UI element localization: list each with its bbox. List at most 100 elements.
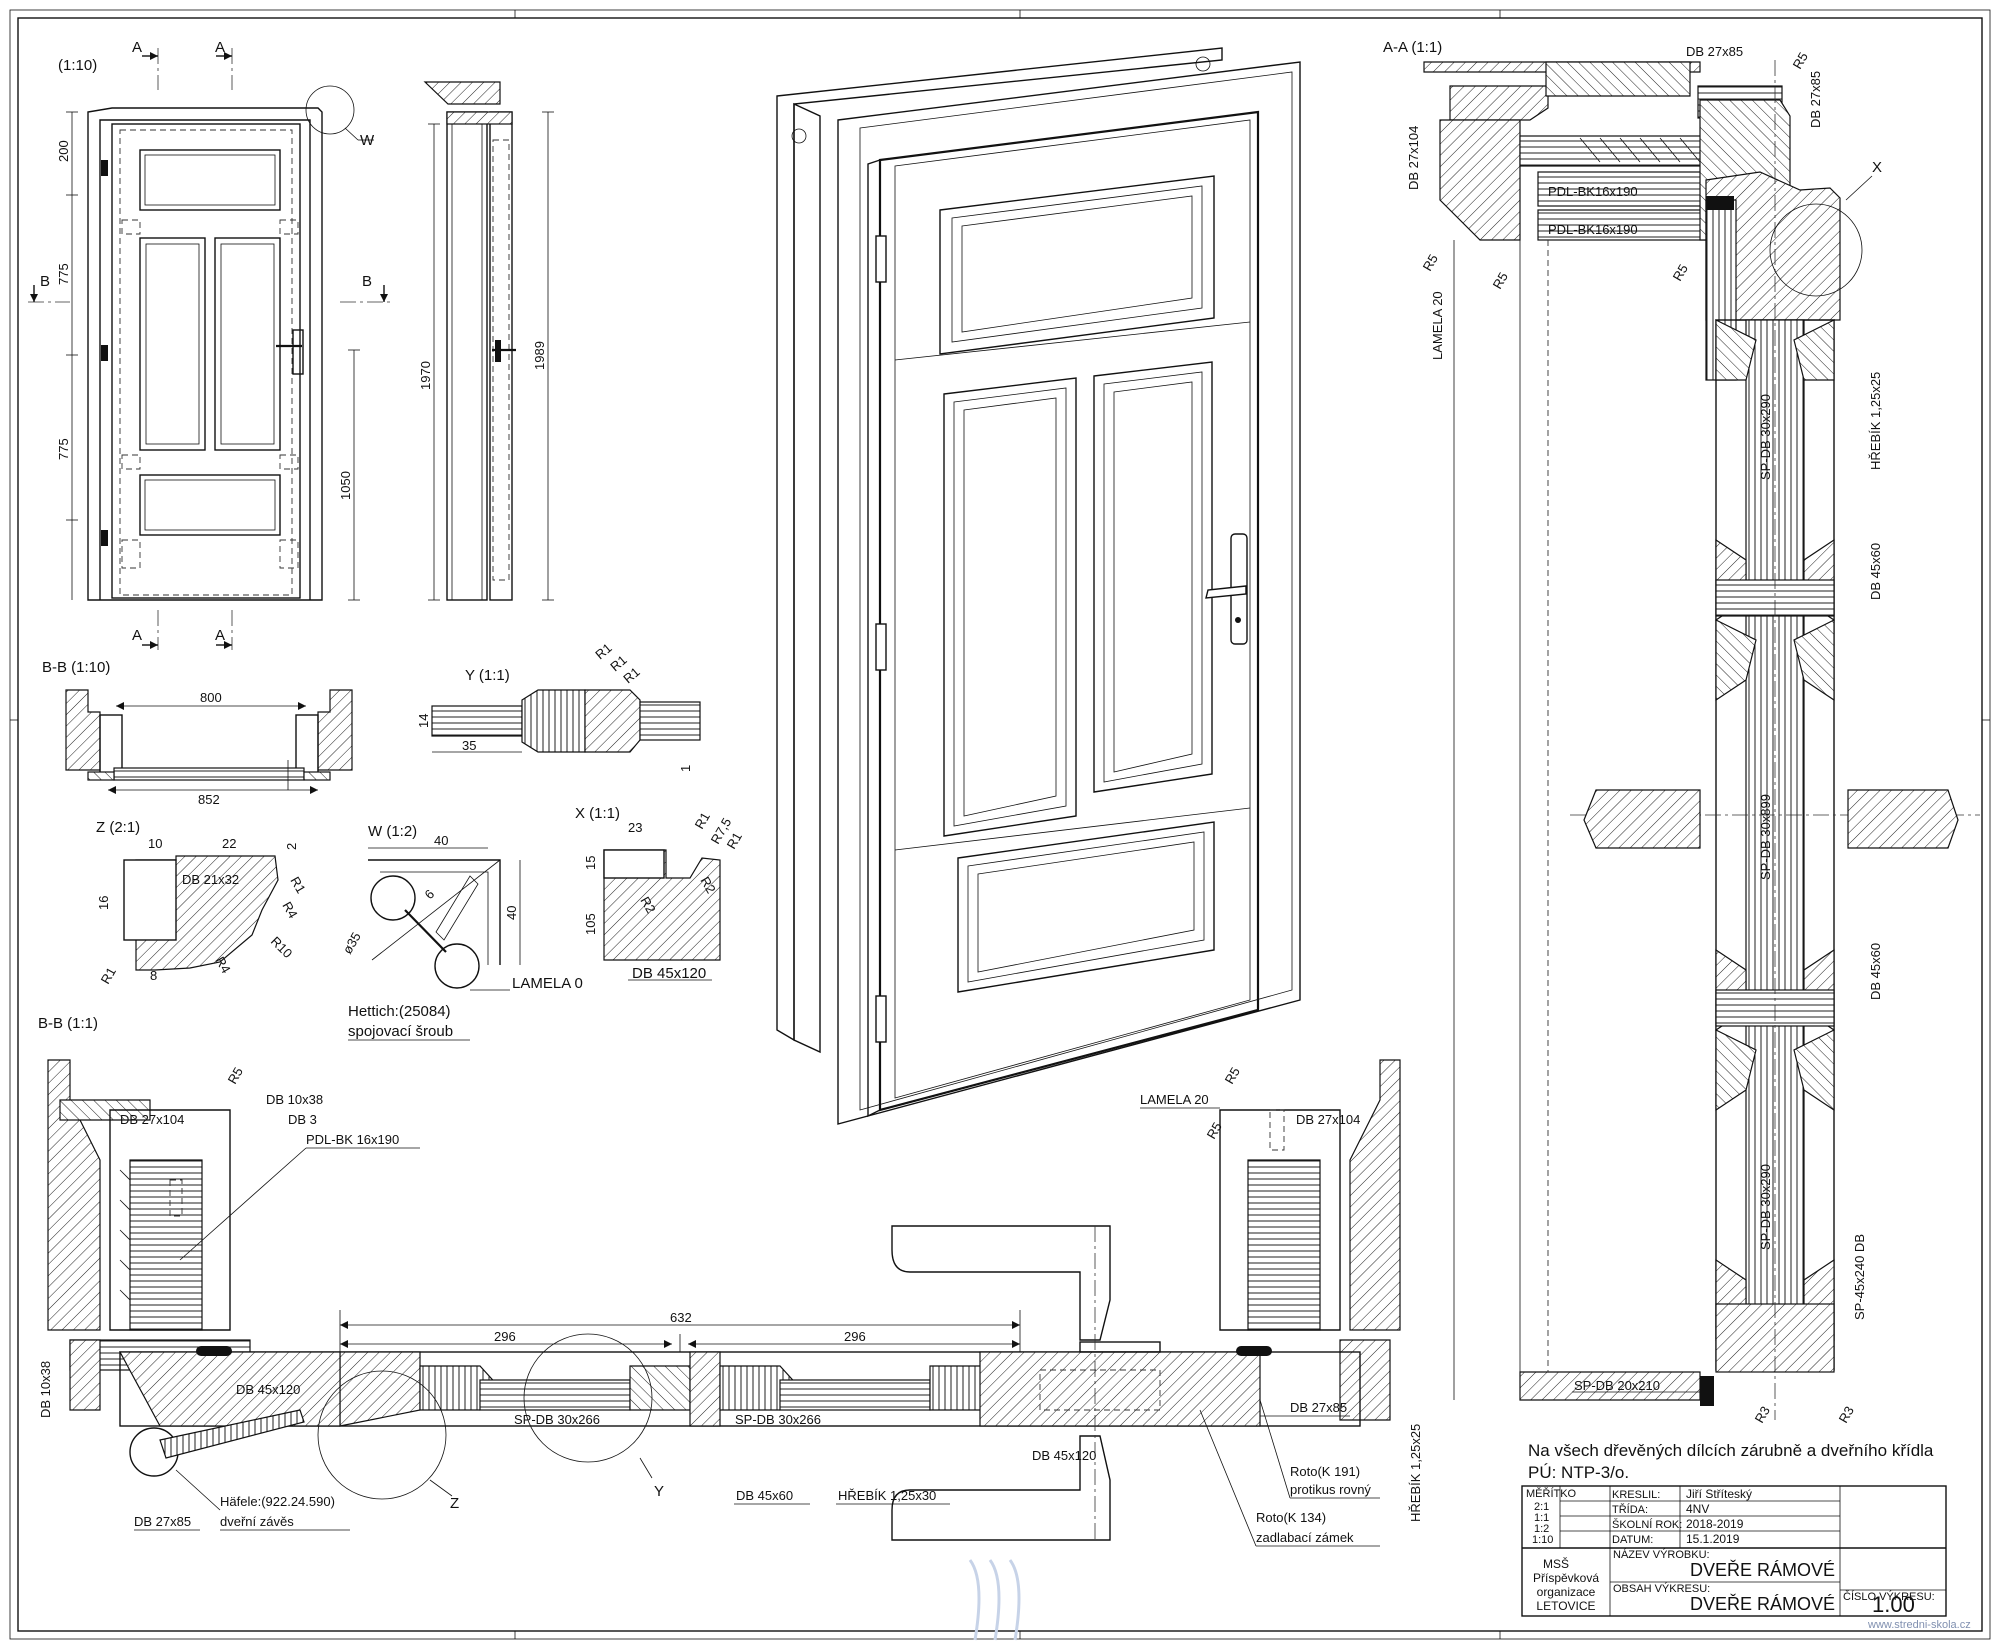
isometric-door [776,47,1301,1125]
dim-z-10: 10 [148,836,162,851]
section-a-label-4: A [215,627,225,644]
z-db21x32: DB 21x32 [182,872,239,887]
aa-r5-c: R5 [1670,262,1691,284]
bb-lamela20: LAMELA 20 [1140,1092,1209,1107]
aa-db27x104: DB 27x104 [1406,126,1421,190]
w-screw: spojovací šroub [348,1023,453,1040]
watermark-logo: www.stredni-skola.cz [968,1559,1971,1641]
section-b-label-1: B [40,273,50,290]
bb-pdl: PDL-BK 16x190 [306,1132,399,1147]
bb-r5-a: R5 [225,1065,246,1087]
sheet-frame [9,9,1991,1640]
front-view: (1:10) A A A A B B [28,39,390,650]
bb-small-view: B-B (1:10) 800 852 [42,659,353,807]
z-r10: R10 [268,934,295,961]
bb-roto134: Roto(K 134) [1256,1510,1326,1525]
bb-db27x104-l: DB 27x104 [120,1112,184,1127]
aa-spdb290-b: SP-DB 30x290 [1758,1164,1773,1250]
title-block: MĚŘÍTKO 2:1 1:1 1:2 1:10 KRESLIL: Jiří S… [1521,1485,1947,1617]
tb-val-2: 2018-2019 [1686,1517,1744,1531]
aa-spdb899: SP-DB 30x899 [1758,794,1773,880]
bb-roto191: Roto(K 191) [1290,1464,1360,1479]
section-b-label-2: B [362,273,372,290]
aa-r5-a: R5 [1420,252,1441,274]
dim-x-105: 105 [583,913,598,935]
x-r1-b: R1 [724,830,745,852]
tb-val-3: 15.1.2019 [1686,1532,1740,1546]
tb-scale-3: 1:2 [1534,1523,1549,1535]
z-r4-b: R4 [212,954,233,976]
dim-1050: 1050 [338,471,353,500]
z-detail: Z (2:1) DB 21x32 10 22 2 16 8 R1 R4 R10 … [96,819,309,987]
detail-w-marker: W [360,132,375,149]
front-dims: 200 775 775 1050 [56,111,360,601]
bb-db10x38: DB 10x38 [266,1092,323,1107]
aa-pdl-1: PDL-BK16x190 [1548,184,1638,199]
dim-z-16: 16 [96,896,111,910]
bb-hrebik130: HŘEBÍK 1,25x30 [838,1488,936,1503]
tb-scale-label: MĚŘÍTKO [1526,1487,1577,1500]
w-detail: W (1:2) 40 40 ø35 6 LAMELA 0 Hettich:(25… [340,823,583,1041]
aa-sp45x240: SP-45x240 DB [1852,1234,1867,1320]
bb-db10x38-l: DB 10x38 [38,1361,53,1418]
aa-db45x60-b: DB 45x60 [1868,943,1883,1000]
z-r1: R1 [287,874,308,896]
aa-hrebik: HŘEBÍK 1,25x25 [1868,372,1883,470]
dim-w-35: ø35 [340,930,364,957]
y-title: Y (1:1) [465,667,510,684]
w-title: W (1:2) [368,823,417,840]
bb-db27x104-r: DB 27x104 [1296,1112,1360,1127]
bb-db27x85-l: DB 27x85 [134,1514,191,1529]
dim-w-40-a: 40 [434,833,448,848]
tb-school-1: Příspěvková [1533,1571,1599,1585]
x-detail: X (1:1) 23 15 105 R1 R7,5 R1 R2 R2 DB 45… [575,805,745,982]
z-r4: R4 [279,899,300,921]
tb-product-label: NÁZEV VÝROBKU: [1613,1548,1710,1561]
bb-large-title: B-B (1:1) [38,1015,98,1032]
dim-775-a: 775 [56,263,71,285]
aa-section: A-A (1:1) [1383,39,1980,1426]
aa-db27x85-top: DB 27x85 [1686,44,1743,59]
x-r2: R2 [697,874,718,896]
z-r1-b: R1 [98,965,119,987]
bb-z-marker: Z [450,1495,459,1512]
dim-632: 632 [670,1310,692,1325]
x-db45x120: DB 45x120 [632,965,706,982]
dim-x-15: 15 [583,856,598,870]
dim-y-1: 1 [678,765,693,772]
bb-spdb266-a: SP-DB 30x266 [514,1412,600,1427]
dim-w-6: 6 [422,886,438,902]
bb-hafele: Häfele:(922.24.590) [220,1494,335,1509]
tb-val-1: 4NV [1686,1502,1709,1516]
bb-db45x120-a: DB 45x120 [236,1382,300,1397]
side-section-view: 1970 1989 [418,81,554,601]
w-hettich: Hettich:(25084) [348,1003,451,1020]
tb-school-2: organizace [1537,1585,1596,1599]
bb-protikus: protikus rovný [1290,1482,1371,1497]
tb-product: DVEŘE RÁMOVÉ [1690,1560,1835,1580]
watermark-text: www.stredni-skola.cz [1867,1619,1971,1631]
aa-db27x85-right: DB 27x85 [1808,71,1823,128]
bb-spdb266-b: SP-DB 30x266 [735,1412,821,1427]
bb-small-title: B-B (1:10) [42,659,110,676]
aa-r3-b: R3 [1836,1404,1857,1426]
aa-pdl-2: PDL-BK16x190 [1548,222,1638,237]
aa-r5-top: R5 [1790,50,1811,72]
section-a-label-2: A [215,39,225,56]
x-title: X (1:1) [575,805,620,822]
front-scale: (1:10) [58,57,97,74]
tb-drawing-no-label: ČÍSLO VÝKRESU: [1843,1590,1935,1603]
dim-296-a: 296 [494,1329,516,1344]
dim-1989: 1989 [532,341,547,370]
tb-scale-4: 1:10 [1532,1534,1553,1546]
surface-note: Na všech dřevěných dílcích zárubně a dve… [1528,1441,1934,1482]
tb-scale-2: 1:1 [1534,1512,1549,1524]
aa-x-marker: X [1872,159,1882,176]
dim-z-8: 8 [150,968,157,983]
aa-r5-b: R5 [1490,270,1511,292]
bb-y-marker: Y [654,1483,664,1500]
bb-large-section: B-B (1:1) [38,1015,1423,1547]
dim-200: 200 [56,140,71,162]
tb-key-1: TŘÍDA: [1612,1503,1648,1516]
dim-z-22: 22 [222,836,236,851]
